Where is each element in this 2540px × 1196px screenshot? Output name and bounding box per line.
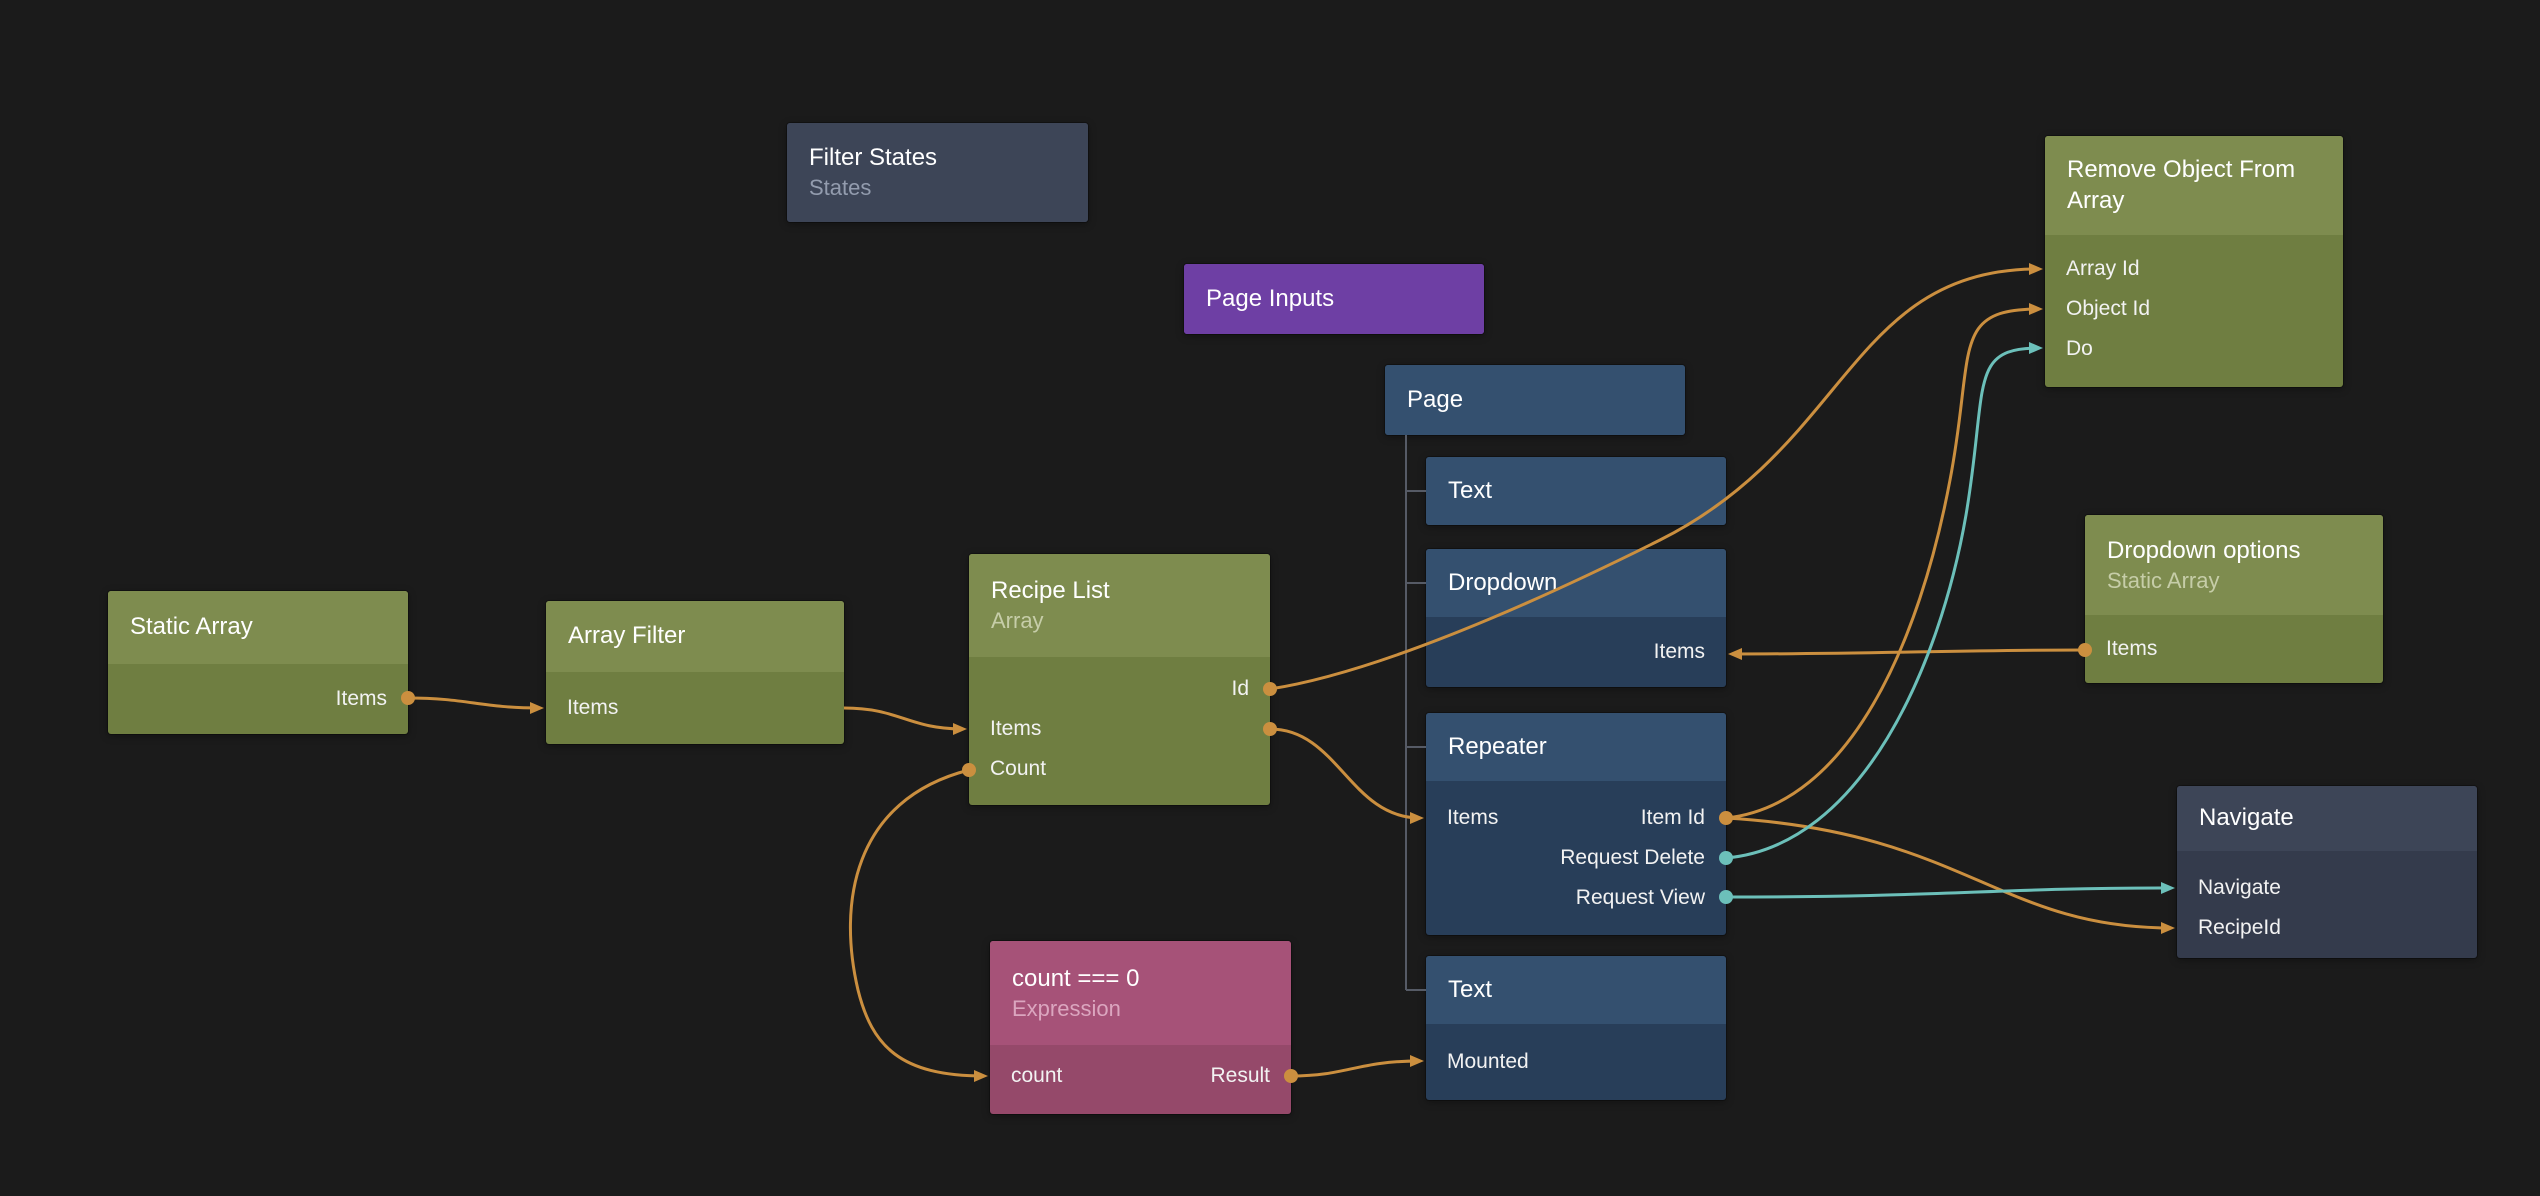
node-subtitle: Static Array [2107, 567, 2220, 593]
port-label: Object Id [2066, 297, 2151, 320]
port-navigate-input[interactable]: Navigate [2177, 868, 2477, 908]
wire-repeater-item-id-to-navigate-recipe-id[interactable] [1725, 816, 2175, 934]
node-subtitle: States [809, 175, 872, 201]
port-item-id-output[interactable]: Item Id [1640, 806, 1705, 829]
port-label: Items [335, 687, 387, 710]
port-label: Count [990, 757, 1047, 780]
wire-repeater-item-id-to-remove-object-id[interactable] [1725, 303, 2043, 820]
node-dropdown[interactable]: Dropdown Items [1426, 549, 1726, 687]
node-page[interactable]: Page [1385, 365, 1685, 435]
node-text-top[interactable]: Text [1426, 457, 1726, 525]
node-recipe-list[interactable]: Recipe List Array Id Items Count [969, 554, 1270, 805]
port-label: Items [1653, 640, 1705, 663]
node-remove-object-from-array[interactable]: Remove Object From Array Array Id Object… [2045, 136, 2343, 387]
port-label: Items [567, 696, 619, 719]
node-header: Recipe List Array [969, 554, 1270, 657]
node-header: Text [1426, 457, 1726, 525]
port-id-output[interactable]: Id [969, 669, 1270, 709]
port-label: Id [1231, 677, 1249, 700]
node-title: Repeater [1448, 732, 1547, 760]
port-recipe-id-input[interactable]: RecipeId [2177, 908, 2477, 948]
node-static-array[interactable]: Static Array Items [108, 591, 408, 734]
node-expression[interactable]: count === 0 Expression count Result [990, 941, 1291, 1114]
node-subtitle: Expression [1012, 995, 1121, 1021]
wire-repeater-request-delete-to-remove-do[interactable] [1725, 342, 2043, 860]
wire-dropdown-options-to-dropdown-items[interactable] [1728, 647, 2086, 660]
port-count-output[interactable]: Count [969, 749, 1270, 789]
node-title: Static Array [130, 613, 253, 641]
port-do-input[interactable]: Do [2045, 329, 2343, 369]
node-header: Page Inputs [1184, 264, 1484, 334]
port-label: Items [2106, 637, 2158, 660]
node-header: count === 0 Expression [990, 941, 1291, 1045]
node-header: Navigate [2177, 786, 2477, 851]
node-header: Array Filter [546, 601, 844, 672]
node-header: Repeater [1426, 713, 1726, 781]
port-label: Do [2066, 337, 2093, 360]
node-dropdown-options[interactable]: Dropdown options Static Array Items [2085, 515, 2383, 683]
node-header: Page [1385, 365, 1685, 435]
hierarchy-lines [1405, 435, 1426, 991]
port-mounted-input[interactable]: Mounted [1426, 1042, 1726, 1082]
node-array-filter[interactable]: Array Filter Items [546, 601, 844, 744]
port-request-view-output[interactable]: Request View [1426, 878, 1726, 918]
node-header: Dropdown options Static Array [2085, 515, 2383, 615]
node-title: Dropdown [1448, 568, 1558, 596]
port-object-id-input[interactable]: Object Id [2045, 289, 2343, 329]
node-navigate[interactable]: Navigate Navigate RecipeId [2177, 786, 2477, 958]
node-title: Filter States [809, 144, 938, 172]
node-title: Array Filter [568, 622, 686, 650]
port-items-input[interactable]: Items [1426, 632, 1726, 672]
port-items-input[interactable]: Items [546, 688, 844, 728]
node-title: Page Inputs [1206, 284, 1335, 312]
wire-array-filter-to-recipe-list-items[interactable] [843, 706, 967, 735]
node-header: Dropdown [1426, 549, 1726, 617]
port-result-output[interactable]: Result [1210, 1064, 1270, 1087]
node-subtitle: Array [991, 608, 1044, 634]
port-items-output[interactable]: Items [108, 679, 408, 719]
node-title: Page [1407, 385, 1464, 413]
node-header: Static Array [108, 591, 408, 664]
port-array-id-input[interactable]: Array Id [2045, 249, 2343, 289]
wire-recipe-list-count-to-expression-count[interactable] [848, 768, 988, 1082]
wire-expression-result-to-text-mounted[interactable] [1290, 1055, 1424, 1078]
port-items-output[interactable]: Items [2085, 629, 2383, 669]
port-label: Navigate [2198, 876, 2281, 899]
node-header: Filter States States [787, 123, 1088, 222]
node-page-inputs[interactable]: Page Inputs [1184, 264, 1484, 334]
port-items-port[interactable]: Items [969, 709, 1270, 749]
port-label: Mounted [1447, 1050, 1529, 1073]
port-label: Request Delete [1560, 846, 1705, 869]
node-filter-states[interactable]: Filter States States [787, 123, 1088, 222]
port-label: RecipeId [2198, 916, 2281, 939]
wire-static-array-items-to-array-filter[interactable] [407, 696, 544, 714]
wire-recipe-list-items-to-repeater-items[interactable] [1269, 727, 1424, 824]
node-title: Recipe List [991, 577, 1110, 605]
node-repeater[interactable]: Repeater Items Item Id Request Delete Re… [1426, 713, 1726, 935]
node-title: Dropdown options [2107, 536, 2301, 564]
node-title: Text [1448, 476, 1493, 504]
port-items-input[interactable]: Items [1447, 806, 1499, 829]
port-label: Array Id [2066, 257, 2140, 280]
port-count-input[interactable]: count [1011, 1064, 1063, 1087]
node-title: Remove Object From Array [2067, 156, 2296, 214]
port-request-delete-output[interactable]: Request Delete [1426, 838, 1726, 878]
node-header: Remove Object From Array [2045, 136, 2343, 235]
node-header: Text [1426, 956, 1726, 1024]
node-title: Text [1448, 975, 1493, 1003]
node-text-bottom[interactable]: Text Mounted [1426, 956, 1726, 1100]
node-title: count === 0 [1012, 964, 1140, 992]
wire-repeater-request-view-to-navigate[interactable] [1725, 882, 2175, 899]
node-title: Navigate [2199, 804, 2294, 832]
port-label: Items [990, 717, 1042, 740]
port-label: Request View [1575, 886, 1705, 909]
